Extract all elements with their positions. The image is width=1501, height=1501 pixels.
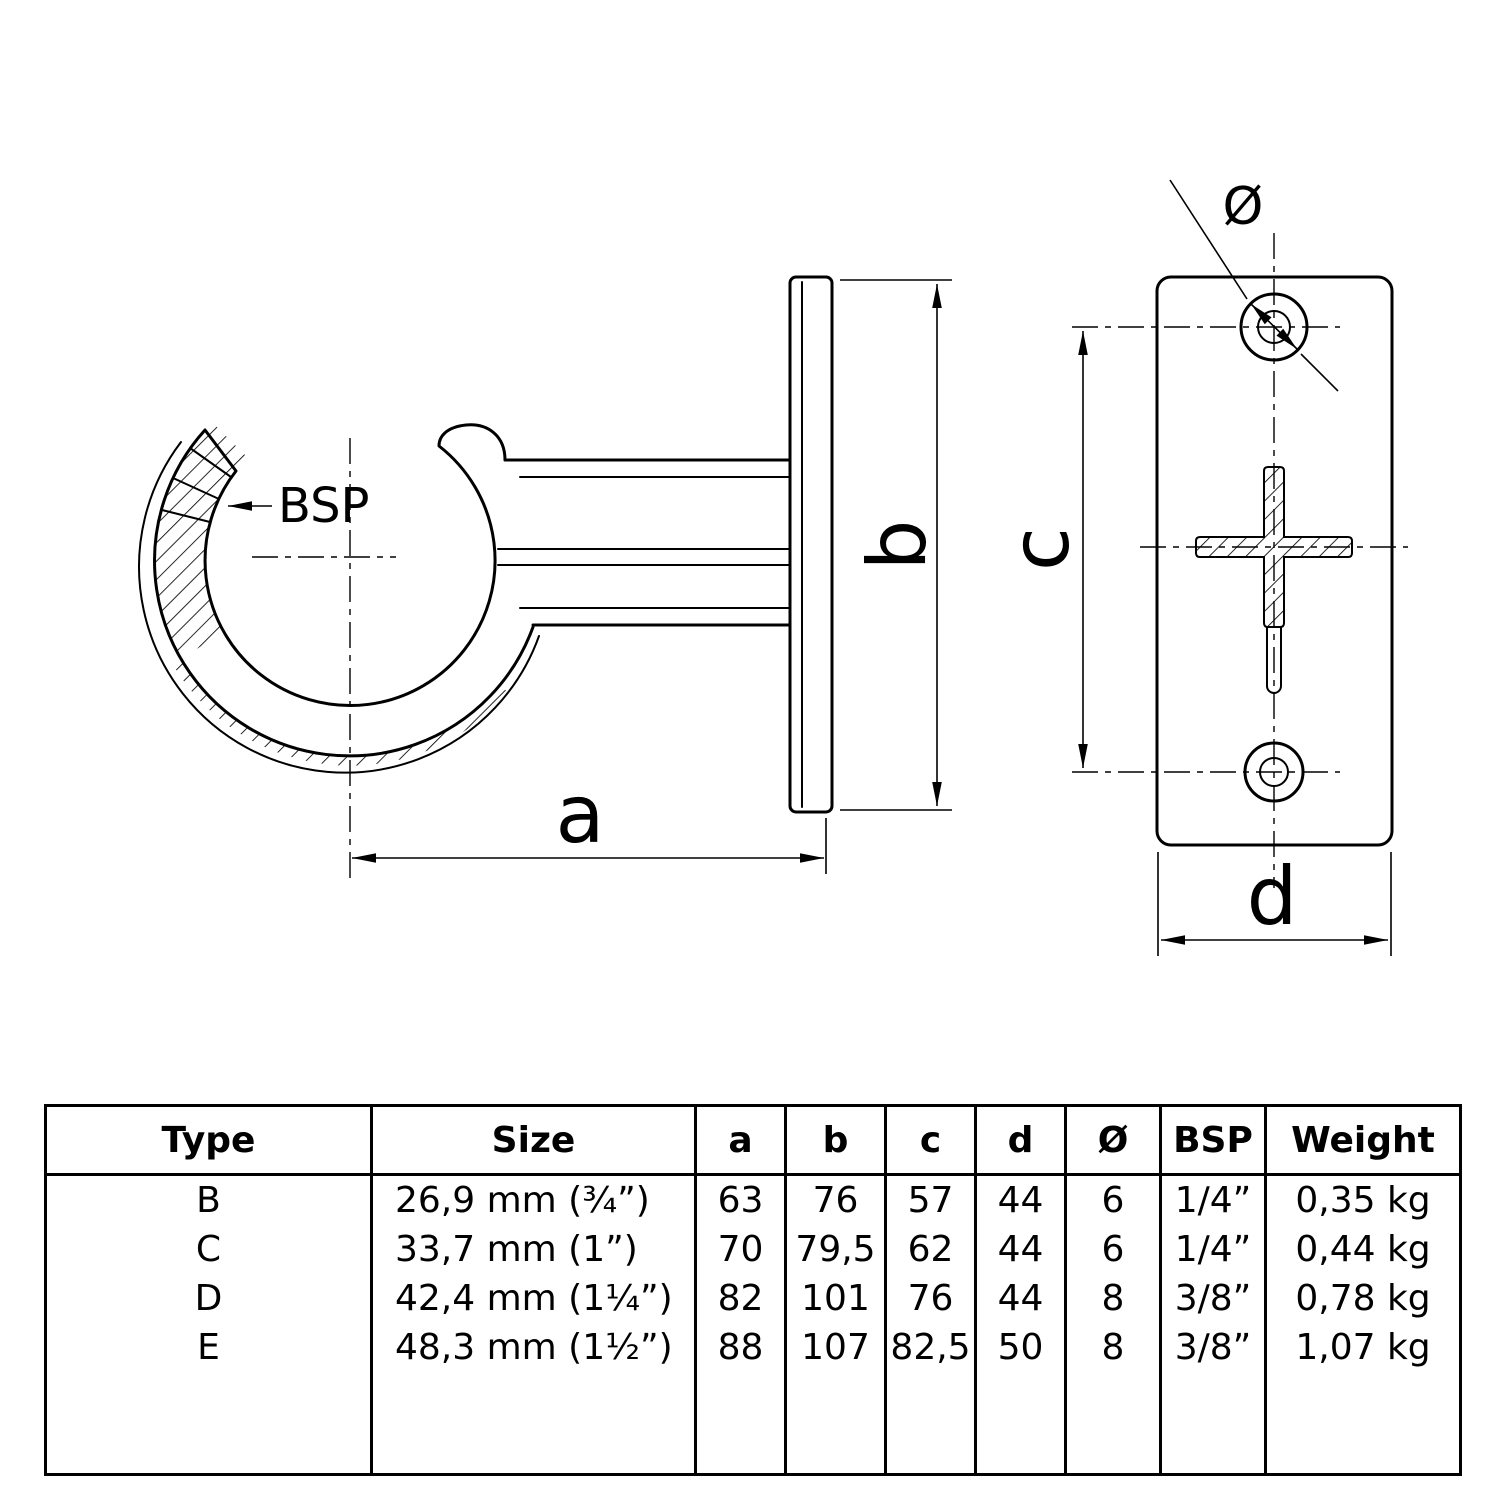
header-weight: Weight [1264, 1105, 1462, 1176]
label-a: a [555, 768, 604, 861]
thread-line [161, 509, 211, 523]
cell-a: 82 [694, 1274, 787, 1323]
cell-b: 76 [784, 1174, 887, 1225]
table-empty-row [44, 1372, 1462, 1475]
cell-b: 79,5 [784, 1225, 887, 1274]
cell-d: 44 [974, 1274, 1067, 1323]
cell-d: 44 [974, 1174, 1067, 1225]
header-d: d [974, 1105, 1067, 1176]
cell-d: 44 [974, 1225, 1067, 1274]
header-type: Type [44, 1105, 373, 1176]
cell-c: 82,5 [884, 1323, 977, 1372]
empty-cell [44, 1372, 373, 1475]
front-view [1072, 233, 1408, 888]
bottom-screw-hole-inner [1259, 757, 1289, 787]
label-c: c [994, 527, 1087, 571]
cell-bsp: 3/8” [1159, 1274, 1267, 1323]
cell-diameter: 8 [1064, 1274, 1162, 1323]
cell-d: 50 [974, 1323, 1067, 1372]
cell-c: 76 [884, 1274, 977, 1323]
dim-dia-line [1250, 303, 1298, 350]
hook-band-hatch [172, 658, 508, 766]
empty-cell [1159, 1372, 1267, 1475]
empty-cell [1064, 1372, 1162, 1475]
cell-size: 48,3 mm (1½”) [370, 1323, 697, 1372]
thread-line [172, 477, 220, 500]
top-screw-hole-outer [1239, 292, 1309, 362]
header-b: b [784, 1105, 887, 1176]
dia-leader-tail [1300, 353, 1339, 392]
cell-weight: 0,35 kg [1264, 1174, 1462, 1225]
label-bsp: BSP [278, 478, 370, 534]
cell-size: 26,9 mm (¾”) [370, 1174, 697, 1225]
cell-weight: 1,07 kg [1264, 1323, 1462, 1372]
side-view [138, 275, 834, 880]
header-size: Size [370, 1105, 697, 1176]
spec-table: Type Size a b c d Ø BSP Weight B 26,9 mm… [44, 1104, 1462, 1476]
table-row: E 48,3 mm (1½”) 88 107 82,5 50 8 3/8” 1,… [44, 1323, 1462, 1372]
cell-type: E [44, 1323, 373, 1372]
cell-a: 88 [694, 1323, 787, 1372]
label-diameter: Ø [1223, 177, 1264, 237]
hook-section-hatch [154, 422, 247, 658]
label-b: b [851, 520, 944, 571]
cell-type: D [44, 1274, 373, 1323]
thread-line [189, 447, 232, 478]
dimensions: a b BSP Ø c d [228, 177, 1392, 956]
label-d: d [1247, 850, 1298, 943]
header-bsp: BSP [1159, 1105, 1267, 1176]
cell-a: 70 [694, 1225, 787, 1274]
table-row: B 26,9 mm (¾”) 63 76 57 44 6 1/4” 0,35 k… [44, 1174, 1462, 1225]
table-row: D 42,4 mm (1¼”) 82 101 76 44 8 3/8” 0,78… [44, 1274, 1462, 1323]
header-c: c [884, 1105, 977, 1176]
cell-b: 101 [784, 1274, 887, 1323]
empty-cell [370, 1372, 697, 1475]
cell-bsp: 3/8” [1159, 1323, 1267, 1372]
cell-bsp: 1/4” [1159, 1225, 1267, 1274]
empty-cell [884, 1372, 977, 1475]
cell-bsp: 1/4” [1159, 1174, 1267, 1225]
cross-slot-hatch [1196, 467, 1352, 627]
lower-slot-outline [1266, 626, 1282, 694]
cell-c: 57 [884, 1174, 977, 1225]
empty-cell [784, 1372, 887, 1475]
cell-c: 62 [884, 1225, 977, 1274]
cell-diameter: 6 [1064, 1225, 1162, 1274]
table-header-row: Type Size a b c d Ø BSP Weight [44, 1105, 1462, 1176]
cell-diameter: 6 [1064, 1174, 1162, 1225]
empty-cell [974, 1372, 1067, 1475]
hook-outer-double-line [138, 441, 540, 774]
empty-cell [1264, 1372, 1462, 1475]
header-a: a [694, 1105, 787, 1176]
cell-size: 33,7 mm (1”) [370, 1225, 697, 1274]
cell-weight: 0,78 kg [1264, 1274, 1462, 1323]
cell-type: B [44, 1174, 373, 1225]
cross-slot-outline [1195, 466, 1353, 628]
cell-type: C [44, 1225, 373, 1274]
cell-a: 63 [694, 1174, 787, 1225]
cell-weight: 0,44 kg [1264, 1225, 1462, 1274]
cell-b: 107 [784, 1323, 887, 1372]
wall-plate-side [788, 275, 834, 814]
bottom-screw-hole-outer [1243, 741, 1305, 803]
header-diameter: Ø [1064, 1105, 1162, 1176]
dia-leader-tail [1169, 179, 1248, 300]
cell-diameter: 8 [1064, 1323, 1162, 1372]
hook-outline [153, 423, 535, 758]
cell-size: 42,4 mm (1¼”) [370, 1274, 697, 1323]
empty-cell [694, 1372, 787, 1475]
table-row: C 33,7 mm (1”) 70 79,5 62 44 6 1/4” 0,44… [44, 1225, 1462, 1274]
